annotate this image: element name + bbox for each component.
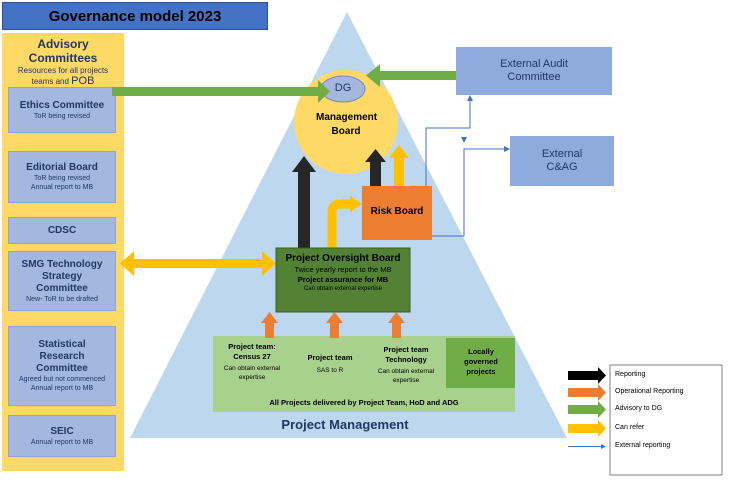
external-cag-line	[432, 148, 505, 237]
risk-refer-arrow-head	[389, 145, 409, 158]
pob-to-risk-arrow-head	[350, 196, 362, 212]
pob-labels: Project Oversight Board Twice yearly rep…	[276, 252, 410, 293]
project-team-census-label: Project team: Census 27 Can obtain exter…	[218, 342, 286, 382]
legend-box	[609, 364, 723, 476]
advisory-committees-panel: Advisory Committees Resources for all pr…	[2, 33, 124, 471]
advisory-arrow-head	[318, 80, 330, 103]
external-audit-label: External Audit Committee	[500, 58, 568, 83]
external-audit-box	[456, 47, 612, 95]
committee-name: Ethics Committee	[19, 99, 105, 111]
cdsc-box: CDSC	[8, 217, 116, 244]
external-cag-line-head-up	[461, 137, 467, 143]
risk-board-box	[362, 186, 432, 240]
committee-detail: ToR being revised	[33, 175, 91, 182]
legend-reporting-arrow	[568, 371, 598, 380]
advisory-pob-arrow-head-left	[120, 251, 134, 276]
project-team-details: Can obtain external expertise	[223, 365, 281, 381]
legend-label-advisory: Advisory to DG	[615, 405, 663, 412]
external-audit-line	[425, 100, 471, 186]
legend-refer-arrow-head	[598, 420, 606, 437]
legend-advisory-arrow	[568, 405, 598, 414]
legend-operational-arrow-head	[598, 384, 606, 401]
legend-operational-arrow	[568, 388, 598, 397]
project-team-sas-label: Project team SAS to R	[300, 353, 360, 375]
advisory-header: Advisory Committees Resources for all pr…	[2, 37, 124, 87]
all-projects-label: All Projects delivered by Project Team, …	[269, 398, 459, 407]
technology-arrow-head	[388, 312, 405, 323]
advisory-subtitle-pob: POB	[71, 75, 95, 87]
seic-box: SEIC Annual report to MB	[8, 415, 116, 457]
census-arrow-shaft	[265, 322, 274, 338]
project-team-details: SAS to R	[316, 367, 344, 374]
pob-to-risk-arrow-shaft	[327, 199, 350, 248]
dg-label: DG	[334, 82, 352, 94]
legend-label-reporting: Reporting	[615, 371, 646, 378]
sas-arrow-head	[326, 312, 343, 323]
advisory-pob-arrow-shaft	[134, 259, 262, 268]
locally-governed-box	[446, 338, 515, 388]
committee-name: Editorial Board	[26, 162, 98, 173]
project-oversight-board-box	[275, 247, 411, 313]
legend-reporting-arrow-head	[598, 367, 606, 384]
legend-external-line-head	[601, 444, 606, 449]
advisory-subtitle-line1: Resources for all projects	[17, 66, 109, 75]
external-cag-line-head	[504, 146, 510, 152]
pyramid-shape	[130, 12, 567, 438]
committee-detail: Annual report to MB	[30, 438, 94, 446]
technology-arrow-shaft	[392, 322, 401, 338]
pob-to-mb-arrow-shaft	[298, 172, 310, 248]
risk-board-label: Risk Board	[370, 206, 424, 217]
project-team-title: Project team	[307, 353, 353, 362]
advisory-pob-arrow-head-right	[262, 251, 276, 276]
census-arrow-head	[261, 312, 278, 323]
project-team-title: Project team: Census 27	[228, 342, 276, 361]
pob-line3: Can obtain external expertise	[303, 286, 383, 292]
advisory-title: Advisory Committees	[28, 37, 98, 65]
editorial-board-box: Editorial Board ToR being revised Annual…	[8, 151, 116, 203]
risk-refer-arrow-shaft	[394, 158, 404, 186]
pob-title: Project Oversight Board	[285, 253, 401, 264]
project-management-label: Project Management	[281, 417, 409, 432]
legend-refer-arrow	[568, 424, 598, 433]
legend-label-external: External reporting	[615, 442, 671, 449]
project-team-details: Can obtain external expertise	[377, 368, 435, 384]
advisory-arrow-shaft	[112, 87, 318, 96]
external-cag-label: External C&AG	[541, 148, 583, 173]
legend-label-operational: Operational Reporting	[615, 388, 684, 395]
audit-arrow-head	[366, 64, 380, 87]
committee-detail: Agreed but not commenced	[19, 376, 105, 383]
page-title: Governance model 2023	[2, 2, 268, 30]
statistical-research-committee-box: Statistical Research Committee Agreed bu…	[8, 326, 116, 406]
advisory-subtitle-line2: teams and	[31, 77, 72, 86]
advisory-subtitle: Resources for all projects teams and POB	[2, 65, 124, 87]
external-cag-box	[510, 136, 614, 186]
committee-name: CDSC	[47, 224, 77, 236]
sas-arrow-shaft	[330, 322, 339, 338]
management-board-label: Management Board	[316, 112, 378, 137]
smg-technology-strategy-committee-box: SMG Technology Strategy Committee New- T…	[8, 251, 116, 311]
project-team-technology-label: Project team Technology Can obtain exter…	[370, 345, 442, 385]
committee-detail: Annual report to MB	[30, 184, 94, 191]
legend-advisory-arrow-head	[598, 401, 606, 418]
audit-arrow-shaft	[380, 71, 456, 80]
locally-governed-label: Locally governed projects	[464, 347, 498, 376]
committee-detail: ToR being revised	[33, 112, 91, 120]
pob-line1: Twice yearly report to the MB	[294, 265, 392, 274]
risk-to-mb-arrow-head	[365, 149, 386, 162]
pob-to-mb-arrow-head	[292, 156, 316, 172]
committee-name: SMG Technology Strategy Committee	[21, 258, 103, 294]
external-audit-line-head	[467, 95, 473, 101]
project-team-title: Project team Technology	[383, 345, 429, 364]
committee-detail: New- ToR to be drafted	[26, 295, 98, 303]
ethics-committee-box: Ethics Committee ToR being revised	[8, 87, 116, 133]
risk-to-mb-arrow-shaft	[370, 162, 381, 186]
legend-label-refer: Can refer	[615, 424, 645, 431]
committee-name: SEIC	[50, 425, 74, 437]
committee-detail: Annual report to MB	[30, 385, 94, 392]
committee-name: Statistical Research Committee	[36, 339, 88, 374]
pob-line2: Project assurance for MB	[297, 275, 389, 284]
